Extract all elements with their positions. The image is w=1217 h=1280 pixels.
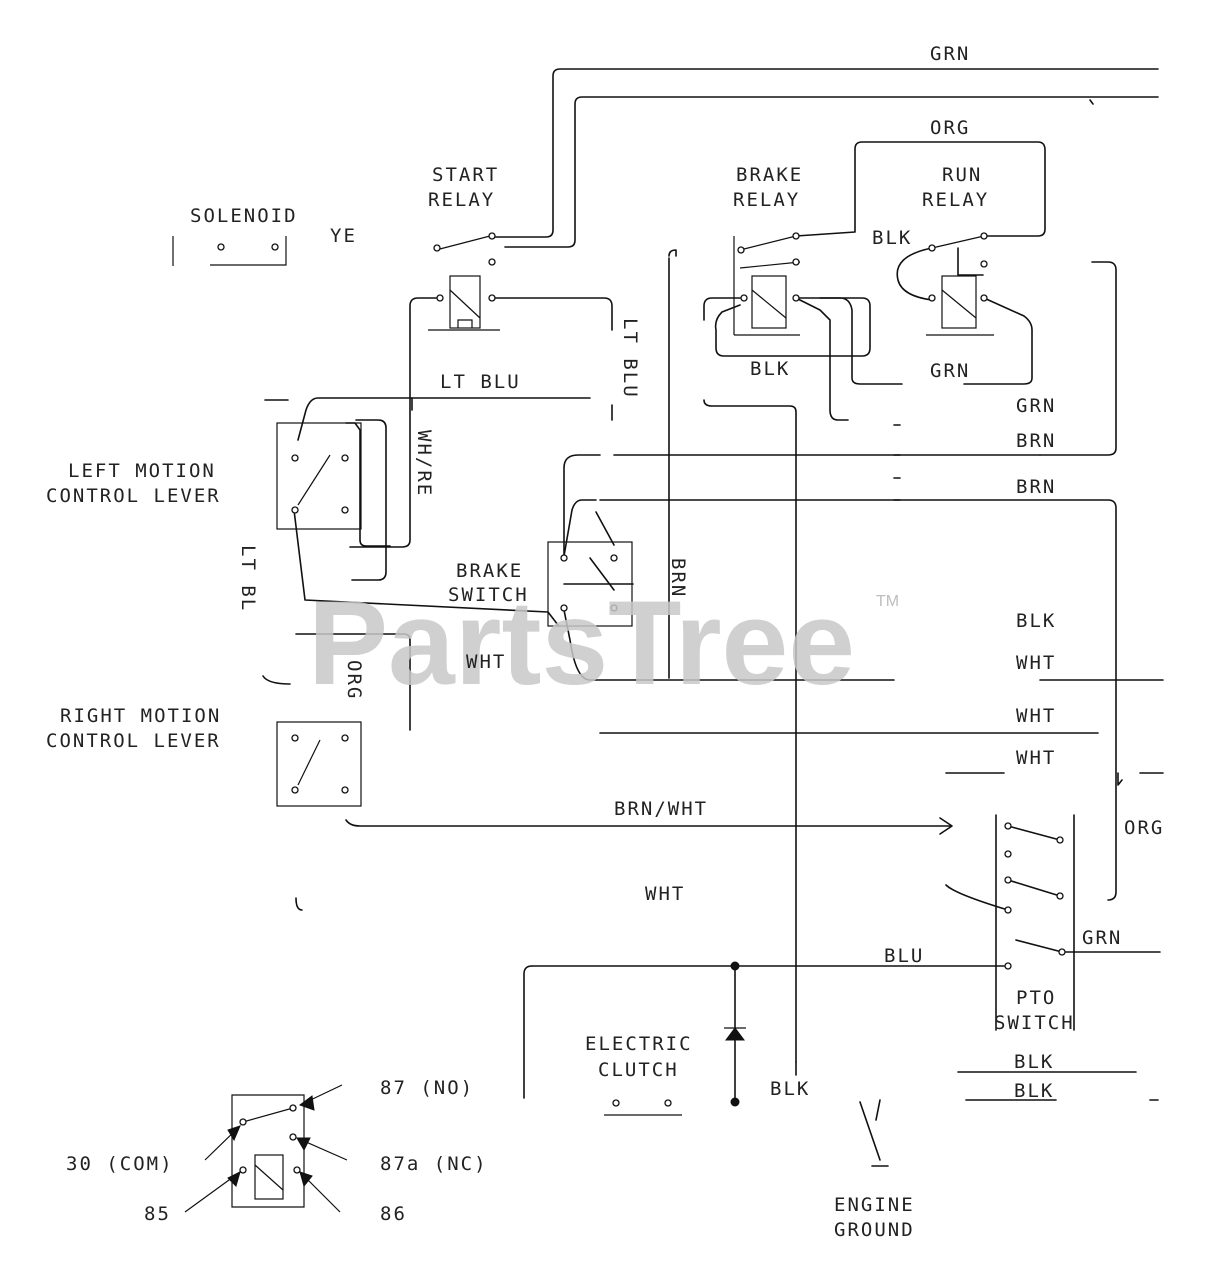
wire-brn-1: BRN	[1016, 430, 1056, 452]
wire-lt-bl-left: LT BL	[237, 545, 259, 612]
legend-87-no: 87 (NO)	[380, 1077, 474, 1099]
brake-relay-label-2: RELAY	[733, 189, 800, 211]
relay-legend-labels: 87 (NO) 30 (COM) 87a (NC) 85 86	[66, 1077, 488, 1225]
legend-86: 86	[380, 1203, 407, 1225]
brake-switch-symbol	[547, 541, 633, 627]
wire-wht-mid: WHT	[645, 883, 685, 905]
wire-wht-brake: WHT	[466, 651, 506, 673]
wire-blk-bottom-1: BLK	[1014, 1051, 1054, 1073]
component-labels: SOLENOID YE START RELAY BRAKE RELAY RUN …	[46, 164, 1075, 1241]
wire-lt-blu: LT BLU	[440, 371, 521, 393]
wire-blk-ground: BLK	[770, 1078, 810, 1100]
pto-switch-symbol	[1004, 822, 1066, 970]
run-relay-symbol	[926, 232, 994, 336]
brake-relay-label-1: BRAKE	[736, 164, 803, 186]
solenoid-symbol	[172, 236, 287, 266]
wire-lines	[262, 68, 1164, 1167]
left-lever-symbol	[276, 422, 362, 530]
wire-wh-re: WH/RE	[413, 430, 435, 497]
wire-blk-brake-relay: BLK	[750, 358, 790, 380]
wire-wht-3: WHT	[1016, 747, 1056, 769]
legend-85: 85	[144, 1203, 171, 1225]
wire-brn-2: BRN	[1016, 476, 1056, 498]
left-lever-label-1: LEFT MOTION	[68, 460, 216, 482]
pto-switch-label-2: SWITCH	[994, 1012, 1075, 1034]
watermark-tm: TM	[876, 593, 899, 610]
clutch-symbol	[604, 961, 746, 1116]
pto-switch-label-1: PTO	[1016, 987, 1056, 1009]
right-lever-symbol	[276, 721, 362, 807]
start-relay-label-2: RELAY	[428, 189, 495, 211]
start-relay-label-1: START	[432, 164, 499, 186]
wire-blk-bottom-2: BLK	[1014, 1080, 1054, 1102]
run-relay-label-2: RELAY	[922, 189, 989, 211]
wire-blk-relay: BLK	[872, 227, 912, 249]
left-lever-label-2: CONTROL LEVER	[46, 485, 221, 507]
wire-labels: GRN ORG BLK BLK GRN GRN BRN BRN LT BLU L…	[237, 43, 1164, 1102]
solenoid-tag: YE	[330, 225, 357, 247]
wire-grn-right: GRN	[1016, 395, 1056, 417]
run-relay-label-1: RUN	[942, 164, 982, 186]
wire-grn-top: GRN	[930, 43, 970, 65]
brake-switch-label-2: SWITCH	[448, 584, 529, 606]
brake-relay-symbol	[733, 232, 801, 336]
wire-org-top: ORG	[930, 117, 970, 139]
wire-wht-1: WHT	[1016, 652, 1056, 674]
wire-org-left: ORG	[343, 660, 365, 700]
wire-blu: BLU	[884, 945, 924, 967]
legend-87a-nc: 87a (NC)	[380, 1153, 488, 1175]
right-lever-label-2: CONTROL LEVER	[46, 730, 221, 752]
wire-wht-2: WHT	[1016, 705, 1056, 727]
wire-brn-wht: BRN/WHT	[614, 798, 708, 820]
wire-lt-blu-vertical: LT BLU	[619, 318, 641, 399]
wire-blk-right: BLK	[1016, 610, 1056, 632]
right-lever-label-1: RIGHT MOTION	[60, 705, 221, 727]
wire-grn-run: GRN	[930, 360, 970, 382]
engine-ground-label-2: GROUND	[834, 1219, 915, 1241]
watermark: PartsTree	[308, 576, 855, 710]
relay-legend-symbol	[184, 1084, 348, 1213]
wire-grn-pto: GRN	[1082, 927, 1122, 949]
start-relay-symbol	[428, 232, 500, 331]
legend-30-com: 30 (COM)	[66, 1153, 174, 1175]
wire-org-pto: ORG	[1124, 817, 1164, 839]
clutch-label-1: ELECTRIC	[585, 1033, 693, 1055]
wire-brn-vertical: BRN	[667, 558, 689, 598]
engine-ground-label-1: ENGINE	[834, 1194, 915, 1216]
solenoid-label: SOLENOID	[190, 205, 298, 227]
clutch-label-2: CLUTCH	[598, 1059, 679, 1081]
brake-switch-label-1: BRAKE	[456, 560, 523, 582]
